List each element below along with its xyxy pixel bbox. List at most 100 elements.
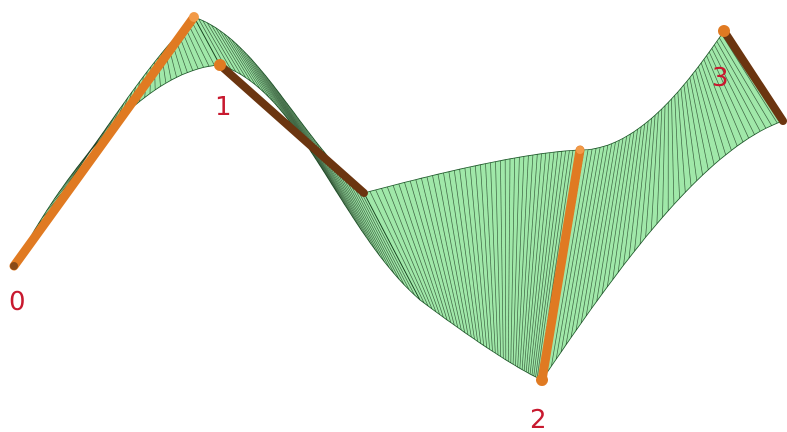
ruling-line	[713, 44, 761, 132]
ruling-line	[628, 123, 646, 259]
ruling-line	[94, 125, 108, 147]
ruling-line	[346, 177, 400, 280]
ruling-line	[601, 136, 628, 295]
ruling-line	[575, 145, 609, 331]
ruling-line	[464, 167, 485, 346]
ruling-line	[211, 24, 242, 75]
ruling-line	[606, 133, 631, 287]
ruling-line	[261, 70, 300, 135]
ruling-line	[495, 161, 502, 357]
ruling-line	[184, 26, 204, 68]
ruling-line	[62, 170, 78, 188]
ruling-line	[250, 58, 288, 118]
ruling-line	[650, 112, 659, 231]
ruling-line	[718, 37, 772, 126]
ruling-line	[459, 169, 482, 344]
ruling-line	[242, 50, 279, 108]
ruling-line	[500, 160, 504, 359]
ruling-line	[536, 150, 570, 378]
label-2: 2	[530, 405, 547, 432]
ruling-line	[700, 62, 732, 151]
ruling-line	[398, 183, 444, 318]
rods	[9, 12, 787, 386]
ruling-line	[235, 43, 270, 98]
ruling-line	[551, 149, 589, 367]
ruling-line	[535, 150, 566, 377]
ruling-line	[381, 188, 433, 310]
ruling-line	[529, 152, 555, 375]
ruling-line	[193, 16, 221, 66]
ruling-line	[570, 146, 605, 338]
ruling-line	[99, 119, 113, 141]
label-0: 0	[9, 287, 26, 317]
labels: 0 1 2 3	[9, 63, 729, 432]
ruling-line	[432, 175, 466, 333]
ruling-line	[645, 115, 656, 238]
ruling-line	[555, 149, 593, 360]
ruling-line	[71, 157, 87, 176]
ruling-line	[580, 143, 613, 324]
ruling-line	[355, 185, 410, 291]
ruling-line	[350, 181, 405, 285]
ruling-line	[623, 126, 642, 266]
ruling-line	[525, 153, 547, 372]
ruling-line	[426, 176, 462, 331]
rod-1	[214, 59, 368, 197]
ruling-line	[591, 140, 620, 309]
ruling-line	[469, 166, 488, 348]
ruling-line	[254, 62, 292, 124]
ruling-line	[421, 178, 459, 328]
ruling-line	[523, 153, 542, 371]
ruling-line	[409, 180, 452, 323]
ruling-line	[227, 36, 261, 90]
ruling-line	[527, 152, 551, 374]
ruling-line	[300, 122, 346, 205]
ruling-line	[279, 93, 321, 166]
ruling-line	[533, 151, 563, 377]
ruling-line	[515, 156, 525, 366]
ruling-line	[58, 177, 73, 194]
ruling-line	[219, 30, 251, 82]
ruling-line	[703, 59, 738, 147]
ruling-line	[223, 33, 256, 86]
ruling-line	[695, 70, 721, 160]
ruling-line	[680, 88, 692, 187]
label-1: 1	[215, 92, 232, 122]
ruling-line	[342, 173, 395, 274]
ruling-line	[304, 127, 350, 212]
ruling-line	[363, 192, 421, 301]
ruling-line	[246, 54, 283, 113]
ruling-line	[453, 170, 478, 342]
ruling-line	[206, 22, 237, 72]
rod-2	[536, 145, 585, 386]
ruling-line	[359, 189, 415, 296]
ruling-line	[198, 18, 226, 68]
ruling-line	[521, 154, 538, 370]
ruling-line	[517, 155, 529, 368]
ruling-line	[190, 19, 215, 66]
ruling-line	[716, 41, 767, 129]
ruling-line	[639, 118, 653, 245]
ruling-line	[448, 171, 475, 340]
ruling-line	[708, 51, 750, 139]
rod-0	[9, 12, 199, 271]
ruling-line	[504, 159, 507, 360]
ruling-line	[507, 158, 511, 362]
ruling-line	[490, 162, 499, 355]
ruling-line	[54, 183, 69, 200]
ruling-line	[662, 105, 666, 218]
ruling-line	[698, 66, 727, 156]
ruling-line	[617, 129, 638, 273]
ruling-line	[415, 179, 455, 326]
ruling-line	[596, 138, 624, 302]
ruling-line	[386, 186, 437, 312]
ruling-line	[612, 131, 635, 280]
ruling-line	[338, 168, 390, 269]
ruling-line	[686, 81, 703, 176]
ruling-line	[66, 163, 82, 182]
ruling-line	[369, 191, 425, 304]
ruling-line	[474, 165, 490, 350]
ruling-line	[634, 121, 649, 252]
ruling-line	[531, 151, 559, 376]
